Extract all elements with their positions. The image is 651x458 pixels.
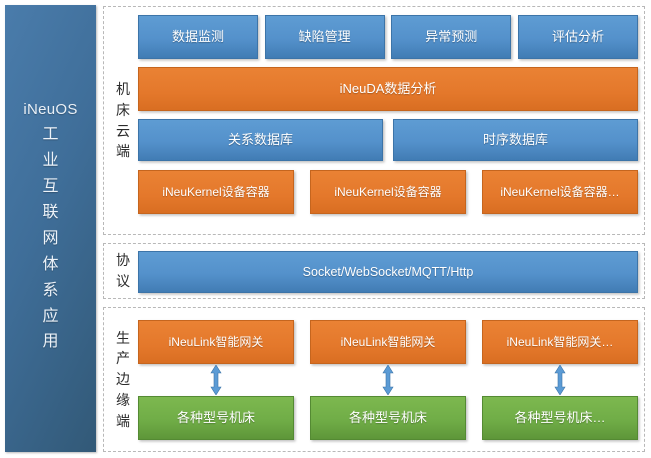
section-label-char: 生 [116,329,130,346]
node-ineukernel-container-3[interactable]: iNeuKernel设备容器… [482,170,638,214]
row-device-containers: iNeuKernel设备容器 iNeuKernel设备容器 iNeuKernel… [138,170,638,214]
node-protocol-stack[interactable]: Socket/WebSocket/MQTT/Http [138,251,638,293]
node-relational-database[interactable]: 关系数据库 [138,119,383,161]
row-protocol-bar: Socket/WebSocket/MQTT/Http [138,251,638,293]
connector-slot-3 [482,364,638,396]
banner-char: 用 [42,333,59,351]
double-arrow-icon [210,365,222,395]
node-machine-tools-3[interactable]: 各种型号机床… [482,396,638,440]
node-ineuda-data-analysis[interactable]: iNeuDA数据分析 [138,67,638,111]
node-ineukernel-container-2[interactable]: iNeuKernel设备容器 [310,170,466,214]
banner-char: 工 [42,126,59,144]
section-body-cloud: 数据监测 缺陷管理 异常预测 评估分析 iNeuDA数据分析 关系数据库 时序数… [138,7,638,234]
row-databases: 关系数据库 时序数据库 [138,119,638,161]
banner-char: 联 [42,203,59,221]
section-body-protocol: Socket/WebSocket/MQTT/Http [138,244,638,298]
banner-char: 应 [42,307,59,325]
section-label-char: 议 [116,273,130,289]
section-label-cloud: 机 床 云 端 [108,7,138,234]
double-arrow-icon [554,365,566,395]
section-label-char: 云 [116,122,130,139]
banner-char: 网 [42,229,59,247]
section-label-char: 端 [116,412,130,429]
section-production-edge: 生 产 边 缘 端 iNeuLink智能网关 iNeuLink智能网关 iNeu… [103,307,645,452]
connector-slot-1 [138,364,294,396]
node-machine-tools-1[interactable]: 各种型号机床 [138,396,294,440]
connector-slot-2 [310,364,466,396]
section-body-edge: iNeuLink智能网关 iNeuLink智能网关 iNeuLink智能网关… [138,308,638,451]
banner-char: 互 [42,177,59,195]
node-ineulink-gateway-1[interactable]: iNeuLink智能网关 [138,320,294,364]
banner-vertical-text: 工 业 互 联 网 体 系 应 用 [42,122,58,355]
section-label-char: 边 [116,371,130,388]
section-label-edge: 生 产 边 缘 端 [108,308,138,451]
section-label-char: 端 [116,143,130,160]
section-label-protocol: 协 议 [108,244,138,298]
section-machine-tool-cloud: 机 床 云 端 数据监测 缺陷管理 异常预测 评估分析 iNeuDA数据分析 关… [103,6,645,235]
left-banner: iNeuOS 工 业 互 联 网 体 系 应 用 [5,5,96,452]
section-label-char: 床 [116,101,130,118]
section-label-char: 机 [116,81,130,98]
section-label-char: 缘 [116,391,130,408]
section-label-char: 协 [116,252,130,269]
banner-char: 体 [42,255,59,273]
row-data-analysis-platform: iNeuDA数据分析 [138,67,638,111]
node-machine-tools-2[interactable]: 各种型号机床 [310,396,466,440]
row-machine-tools: 各种型号机床 各种型号机床 各种型号机床… [138,396,638,440]
banner-char: 业 [42,152,59,170]
node-timeseries-database[interactable]: 时序数据库 [393,119,638,161]
section-protocol: 协 议 Socket/WebSocket/MQTT/Http [103,243,645,299]
node-ineulink-gateway-3[interactable]: iNeuLink智能网关… [482,320,638,364]
row-smart-gateways: iNeuLink智能网关 iNeuLink智能网关 iNeuLink智能网关… [138,320,638,364]
node-anomaly-prediction[interactable]: 异常预测 [391,15,512,59]
banner-brand: iNeuOS [23,100,78,118]
row-connectors [138,364,638,396]
row-cloud-applications: 数据监测 缺陷管理 异常预测 评估分析 [138,15,638,59]
node-defect-management[interactable]: 缺陷管理 [264,15,385,59]
double-arrow-icon [382,365,394,395]
banner-char: 系 [42,281,59,299]
node-assessment-analysis[interactable]: 评估分析 [517,15,638,59]
node-data-monitoring[interactable]: 数据监测 [138,15,258,59]
section-label-char: 产 [116,350,130,367]
node-ineukernel-container-1[interactable]: iNeuKernel设备容器 [138,170,294,214]
node-ineulink-gateway-2[interactable]: iNeuLink智能网关 [310,320,466,364]
